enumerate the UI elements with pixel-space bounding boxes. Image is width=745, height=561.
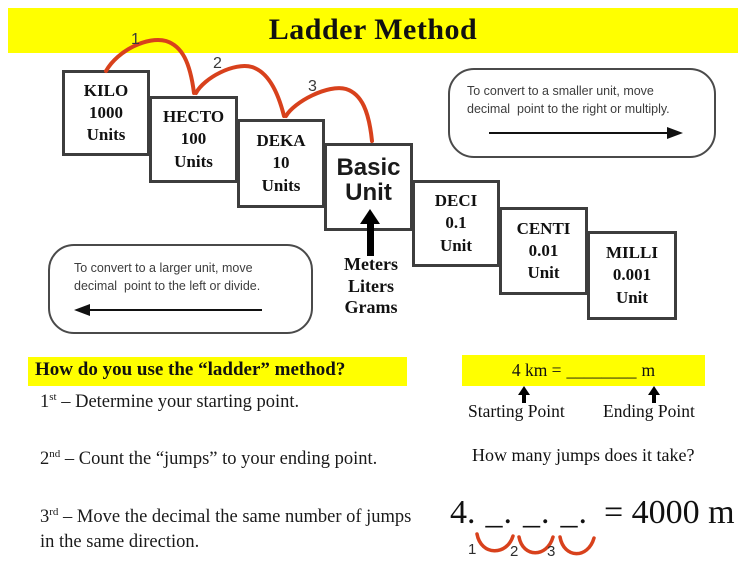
answer-jump-num-2: 2 xyxy=(510,543,519,560)
basic-unit-up-arrow-icon xyxy=(360,209,380,256)
step-unit: Unit xyxy=(615,287,649,307)
right-arrow-icon xyxy=(467,127,704,139)
page-title: Ladder Method xyxy=(268,13,478,46)
answer-blank-1: _. xyxy=(485,494,513,531)
answer-jump-arcs-graphic xyxy=(475,532,596,556)
step3-ordinal: 3 xyxy=(40,507,50,528)
step1-ordinal: 1 xyxy=(40,392,50,413)
step1-text: – Determine your starting point. xyxy=(56,392,300,413)
answer-jump-num-1: 1 xyxy=(468,541,477,558)
howto-heading: How do you use the “ladder” method? xyxy=(28,357,407,386)
ending-point-arrow-icon xyxy=(648,386,660,403)
step-name: CENTI xyxy=(516,218,571,238)
basic-unit-line1: Basic xyxy=(336,154,401,181)
step3-ordinal-suffix: rd xyxy=(49,506,59,518)
step-value: 100 xyxy=(180,129,207,149)
smaller-callout-line2: decimal point to the right or multiply. xyxy=(467,101,670,116)
ladder-step-milli: MILLI 0.001 Unit xyxy=(587,231,677,320)
step2-ordinal: 2 xyxy=(40,449,50,470)
step-name: HECTO xyxy=(162,107,225,127)
jumps-question: How many jumps does it take? xyxy=(472,445,695,465)
starting-point-arrow-icon xyxy=(518,386,530,403)
example-equation-bar: 4 km = ________ m xyxy=(462,355,705,386)
starting-point-label: Starting Point xyxy=(468,401,565,421)
step2-ordinal-suffix: nd xyxy=(49,448,61,460)
step-name: DECI xyxy=(434,191,478,211)
howto-step-3: 3rd – Move the decimal the same number o… xyxy=(40,505,412,555)
smaller-callout-line1: To convert to a smaller unit, move xyxy=(467,84,654,98)
howto-step-1: 1st – Determine your starting point. xyxy=(40,390,299,415)
left-arrow-icon xyxy=(74,304,301,316)
step-unit: Unit xyxy=(527,263,560,283)
step-value: 0.1 xyxy=(445,213,467,233)
step-name: MILLI xyxy=(606,243,658,263)
ending-point-label: Ending Point xyxy=(603,401,695,421)
basic-unit-line2: Unit xyxy=(345,179,392,207)
step-name: KILO xyxy=(83,80,129,100)
ladder-step-basic-unit: Basic Unit xyxy=(324,143,413,231)
step-unit: Units xyxy=(86,125,126,145)
arrow-shaft xyxy=(366,224,374,256)
step1-ordinal-suffix: st xyxy=(49,391,57,403)
step3-text: – Move the decimal the same number of ju… xyxy=(40,507,412,553)
ladder-step-kilo: KILO 1000 Units xyxy=(62,70,150,156)
step-unit: Units xyxy=(174,151,213,171)
step-value: 1000 xyxy=(89,102,123,122)
howto-step-2: 2nd – Count the “jumps” to your ending p… xyxy=(40,447,377,472)
title-bar: Ladder Method xyxy=(8,8,738,53)
jump-arc-label-3: 3 xyxy=(308,78,317,95)
equation-suffix: m xyxy=(641,360,656,380)
jump-arc-label-1: 1 xyxy=(131,31,140,48)
step-value: 0.001 xyxy=(612,265,652,285)
answer-equation: 4. _. _. _. = 4000 m xyxy=(450,494,735,532)
base-unit-liters: Liters xyxy=(348,275,394,296)
larger-unit-callout: To convert to a larger unit, move decima… xyxy=(48,244,313,334)
base-unit-meters: Meters xyxy=(344,254,398,274)
step-name: DEKA xyxy=(256,131,306,151)
answer-jump-arc-3 xyxy=(558,535,596,556)
base-unit-grams: Grams xyxy=(344,297,398,318)
answer-jump-arc-1 xyxy=(475,532,515,553)
answer-start: 4. xyxy=(450,494,476,531)
larger-callout-line2: decimal point to the left or divide. xyxy=(74,278,261,293)
jump-arc-label-2: 2 xyxy=(213,55,222,72)
answer-result: = 4000 m xyxy=(604,494,735,531)
step2-text: – Count the “jumps” to your ending point… xyxy=(60,449,378,470)
ladder-step-hecto: HECTO 100 Units xyxy=(149,96,238,183)
answer-blank-2: _. xyxy=(523,494,551,531)
answer-blank-3: _. xyxy=(560,494,588,531)
ladder-step-centi: CENTI 0.01 Unit xyxy=(499,207,588,295)
base-units-list: Meters Liters Grams xyxy=(324,254,418,319)
step-unit: Unit xyxy=(439,235,473,255)
equation-blank: ________ xyxy=(566,360,637,380)
smaller-unit-callout: To convert to a smaller unit, move decim… xyxy=(448,68,716,158)
ladder-step-deka: DEKA 10 Units xyxy=(237,119,325,208)
answer-jump-num-3: 3 xyxy=(547,543,556,560)
step-unit: Units xyxy=(261,175,301,195)
step-value: 0.01 xyxy=(528,240,559,260)
arrow-head xyxy=(360,209,380,224)
equation-prefix: 4 km = xyxy=(511,360,562,380)
step-value: 10 xyxy=(272,153,290,173)
larger-callout-line1: To convert to a larger unit, move xyxy=(74,261,253,275)
ladder-step-deci: DECI 0.1 Unit xyxy=(412,180,500,267)
